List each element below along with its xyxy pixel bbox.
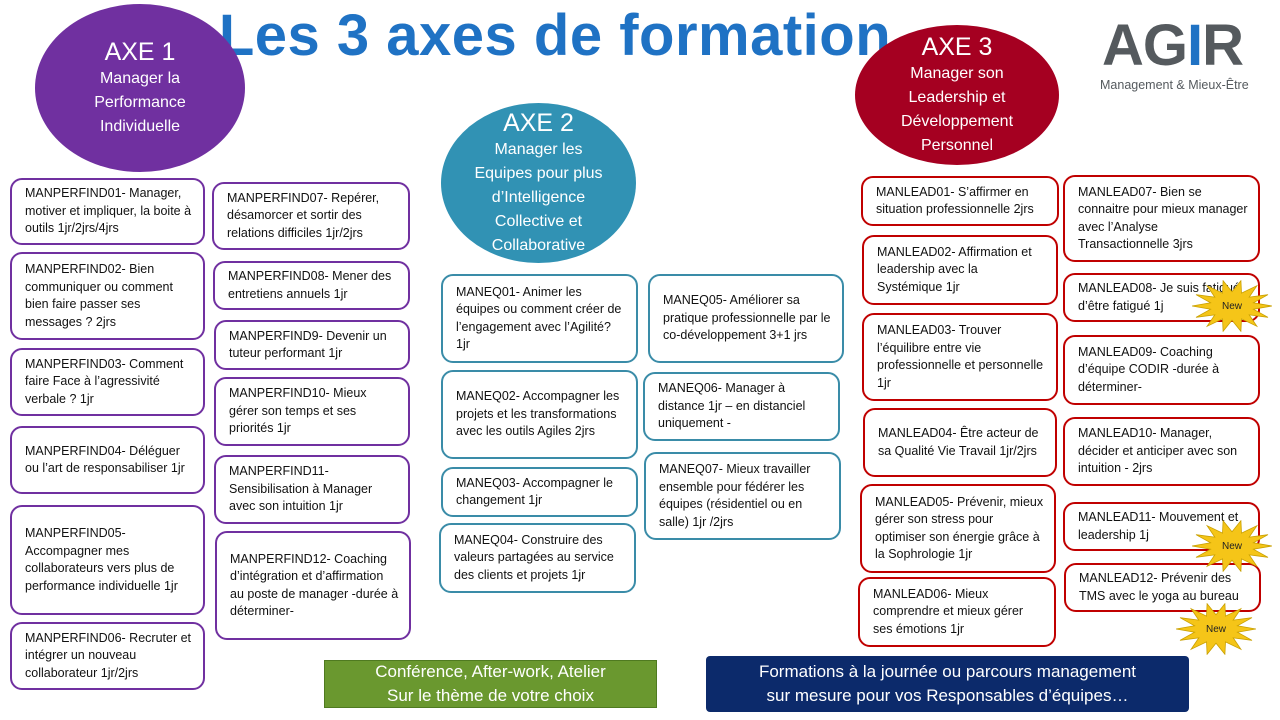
training-card-label: MANEQ02- Accompagner les projets et les … [456,389,620,439]
training-card-label: MANLEAD02- Affirmation et leadership ave… [877,244,1032,294]
training-card-label: MANEQ03- Accompagner le changement 1jr [456,475,614,508]
axe-3-bubble: AXE 3 Manager son Leadership et Développ… [855,25,1059,165]
training-card-axe1: MANPERFIND08- Mener des entretiens annue… [213,261,410,310]
page-title: Les 3 axes de formation [218,3,892,68]
training-card-axe2: MANEQ05- Améliorer sa pratique professio… [648,274,844,363]
training-card-label: MANEQ01- Animer les équipes ou comment c… [456,284,622,352]
training-card-axe2: MANEQ04- Construire des valeurs partagée… [439,523,636,593]
training-card-axe3: MANLEAD12- Prévenir des TMS avec le yoga… [1064,563,1261,612]
training-card-label: MANEQ04- Construire des valeurs partagée… [454,532,614,582]
training-card-axe2: MANEQ06- Manager à distance 1jr – en dis… [643,372,840,441]
training-card-axe3: MANLEAD01- S’affirmer en situation profe… [861,176,1059,226]
training-card-label: MANPERFIND9- Devenir un tuteur performan… [229,328,387,361]
training-card-label: MANPERFIND06- Recruter et intégrer un no… [25,630,192,680]
training-card-label: MANLEAD04- Être acteur de sa Qualité Vie… [878,426,1039,458]
training-card-axe3: MANLEAD10- Manager, décider et anticiper… [1063,417,1260,486]
training-card-label: MANPERFIND02- Bien communiquer ou commen… [25,262,173,329]
training-card-label: MANPERFIND07- Repérer, désamorcer et sor… [227,190,380,240]
training-card-label: MANPERFIND04- Déléguer ou l’art de respo… [25,443,185,476]
training-card-label: MANLEAD05- Prévenir, mieux gérer son str… [875,494,1044,562]
training-card-axe1: MANPERFIND06- Recruter et intégrer un no… [10,622,205,690]
training-card-axe1: MANPERFIND12- Coaching d’intégration et … [215,531,411,640]
training-card-axe3: MANLEAD09- Coaching d’équipe CODIR -duré… [1063,335,1260,405]
training-card-axe3: MANLEAD02- Affirmation et leadership ave… [862,235,1058,305]
logo-tagline: Management & Mieux-Être [1100,78,1249,92]
new-badge-star-icon: New [1191,279,1273,333]
training-card-label: MANLEAD12- Prévenir des TMS avec le yoga… [1079,571,1239,603]
training-card-axe1: MANPERFIND01- Manager, motiver et impliq… [10,178,205,245]
training-card-axe3: MANLEAD07- Bien se connaitre pour mieux … [1063,175,1260,262]
training-card-axe3: MANLEAD05- Prévenir, mieux gérer son str… [860,484,1056,573]
training-card-label: MANPERFIND01- Manager, motiver et impliq… [25,186,192,236]
training-card-axe3: MANLEAD03- Trouver l’équilibre entre vie… [862,313,1058,401]
training-card-axe2: MANEQ01- Animer les équipes ou comment c… [441,274,638,363]
training-card-axe1: MANPERFIND07- Repérer, désamorcer et sor… [212,182,410,250]
conference-banner: Conférence, After-work, Atelier Sur le t… [324,660,657,708]
training-card-axe1: MANPERFIND05- Accompagner mes collaborat… [10,505,205,615]
training-card-axe2: MANEQ07- Mieux travailler ensemble pour … [644,452,841,540]
new-badge-label: New [1221,300,1242,312]
training-card-label: MANPERFIND11- Sensibilisation à Manager … [229,464,373,514]
training-card-label: MANLEAD01- S’affirmer en situation profe… [876,184,1034,217]
training-card-label: MANLEAD08- Je suis fatigué d’être fatigu… [1078,281,1240,313]
training-card-axe1: MANPERFIND10- Mieux gérer son temps et s… [214,377,410,446]
new-badge-label: New [1205,623,1226,635]
training-card-axe1: MANPERFIND02- Bien communiquer ou commen… [10,252,205,340]
training-card-label: MANEQ06- Manager à distance 1jr – en dis… [658,381,806,431]
new-badge-label: New [1221,540,1242,552]
training-card-label: MANLEAD03- Trouver l’équilibre entre vie… [877,323,1044,390]
training-card-axe3: MANLEAD06- Mieux comprendre et mieux gér… [858,577,1056,647]
training-card-axe2: MANEQ03- Accompagner le changement 1jr [441,467,638,517]
training-card-axe3: MANLEAD04- Être acteur de sa Qualité Vie… [863,408,1057,477]
training-card-axe1: MANPERFIND04- Déléguer ou l’art de respo… [10,426,205,494]
training-card-axe1: MANPERFIND03- Comment faire Face à l’agr… [10,348,205,416]
axe-2-bubble: AXE 2 Manager les Equipes pour plus d’In… [441,103,636,263]
axe-1-bubble: AXE 1 Manager la Performance Individuell… [35,4,245,172]
training-card-label: MANEQ07- Mieux travailler ensemble pour … [659,462,811,529]
custom-training-banner: Formations à la journée ou parcours mana… [706,656,1189,712]
training-card-label: MANPERFIND03- Comment faire Face à l’agr… [25,356,184,406]
agir-logo: AGIR Management & Mieux-Être [1100,13,1249,93]
training-card-axe1: MANPERFIND11- Sensibilisation à Manager … [214,455,410,524]
training-card-label: MANLEAD09- Coaching d’équipe CODIR -duré… [1078,344,1220,394]
training-card-label: MANPERFIND10- Mieux gérer son temps et s… [229,386,367,436]
training-card-label: MANPERFIND12- Coaching d’intégration et … [230,551,399,619]
training-card-label: MANPERFIND08- Mener des entretiens annue… [228,269,392,301]
new-badge-star-icon: New [1175,602,1257,656]
training-card-label: MANEQ05- Améliorer sa pratique professio… [663,293,831,343]
new-badge-star-icon: New [1191,519,1273,573]
training-card-label: MANLEAD10- Manager, décider et anticiper… [1078,426,1238,476]
training-card-label: MANPERFIND05- Accompagner mes collaborat… [25,526,178,593]
training-card-axe2: MANEQ02- Accompagner les projets et les … [441,370,638,459]
training-card-label: MANLEAD06- Mieux comprendre et mieux gér… [873,586,1024,636]
training-card-axe1: MANPERFIND9- Devenir un tuteur performan… [214,320,410,370]
training-card-label: MANLEAD07- Bien se connaitre pour mieux … [1078,184,1248,252]
training-card-label: MANLEAD11- Mouvement et leadership 1j [1078,510,1239,542]
